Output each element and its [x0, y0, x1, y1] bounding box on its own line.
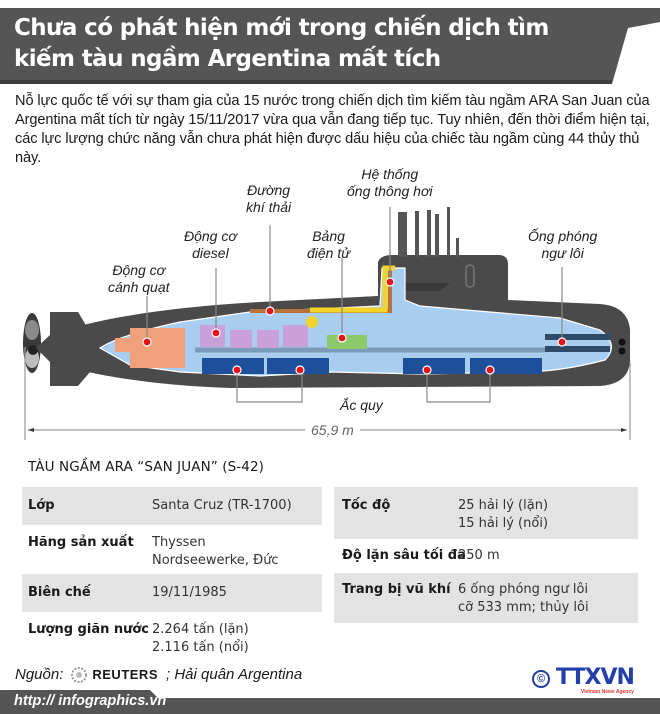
logo-subtitle: Vietnam News Agency [580, 689, 634, 695]
diesel-engines [200, 325, 308, 348]
spec-row: Tốc độ 25 hải lý (lặn)15 hải lý (nổi) [334, 487, 638, 539]
label-batteries: Ắc quy [340, 397, 383, 413]
marker-dots [142, 277, 567, 375]
logo-text: TTXVN [556, 665, 635, 690]
reuters-icon [71, 666, 88, 683]
footer-bar [0, 690, 660, 714]
spec-title: TÀU NGẦM ARA “SAN JUAN” (S-42) [28, 459, 265, 475]
submarine-cutaway-diagram [23, 207, 631, 440]
propeller-icon [23, 313, 41, 373]
header-banner: Chưa có phát hiện mới trong chiến dịch t… [0, 8, 660, 84]
intro-paragraph: Nỗ lực quốc tế với sự tham gia của 15 nư… [15, 93, 650, 166]
spec-row: Lượng giãn nước 2.264 tấn (lặn)2.116 tấn… [28, 622, 249, 655]
length-dimension: 65,9 m [305, 422, 360, 438]
propeller-motor [130, 328, 185, 368]
switchboard [327, 335, 367, 349]
spec-row: Lớp Santa Cruz (TR-1700) [22, 487, 322, 525]
spec-row: Biên chế 19/11/1985 [22, 574, 322, 612]
ttxvn-logo: © TTXVN Vietnam News Agency [532, 665, 635, 695]
source-label: Nguồn: [15, 666, 64, 683]
spec-row: Độ lặn sâu tối đa 250 m [342, 548, 500, 563]
source-other: ; Hải quân Argentina [166, 666, 303, 683]
header-background [0, 8, 660, 84]
footer-url-link[interactable]: http:// infographics.vn [14, 693, 167, 709]
page-title: Chưa có phát hiện mới trong chiến dịch t… [14, 15, 549, 72]
reuters-logo: REUTERS [71, 666, 158, 683]
source-line: Nguồn: REUTERS ; Hải quân Argentina [15, 666, 302, 683]
torpedo-tubes [545, 334, 610, 352]
copyright-icon: © [532, 670, 550, 688]
